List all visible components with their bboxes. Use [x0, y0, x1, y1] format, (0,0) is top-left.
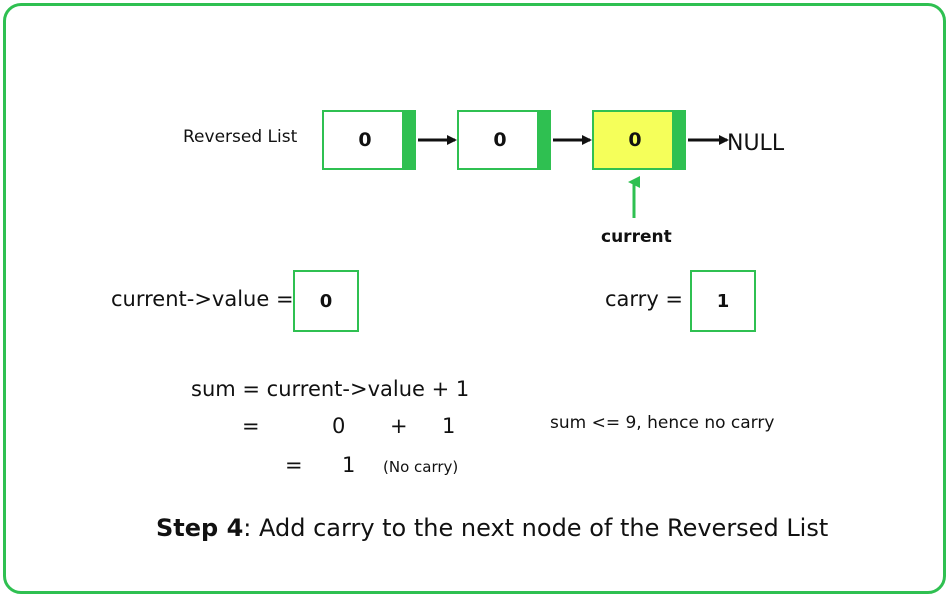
step-number: Step 4	[156, 514, 244, 542]
null-terminal: NULL	[727, 131, 785, 156]
sum-line2-operand-a: 0	[332, 414, 346, 438]
node-3-value: 0	[628, 129, 642, 151]
list-node-2: 0	[457, 110, 551, 170]
step-description: Add carry to the next node of the Revers…	[251, 514, 829, 542]
node-2-next-pointer	[537, 112, 549, 168]
list-node-3-current: 0	[592, 110, 686, 170]
sum-line2-equals: =	[242, 414, 260, 438]
current-pointer-label: current	[601, 227, 672, 247]
step-caption: Step 4: Add carry to the next node of th…	[156, 514, 828, 542]
carry-explanation: sum <= 9, hence no carry	[550, 413, 775, 433]
sum-line3-equals: =	[285, 453, 303, 477]
current-value-label: current->value =	[111, 287, 294, 311]
sum-formula: sum = current->value + 1	[191, 377, 470, 401]
reversed-list-label: Reversed List	[183, 127, 298, 147]
list-node-1: 0	[322, 110, 416, 170]
step-separator: :	[243, 514, 252, 542]
sum-result: 1	[342, 453, 356, 477]
carry-value-box: 1	[690, 270, 756, 332]
node-2-value: 0	[493, 129, 507, 151]
sum-line2-operand-b: 1	[442, 414, 456, 438]
node-3-next-pointer	[672, 112, 684, 168]
no-carry-note: (No carry)	[383, 458, 459, 476]
diagram-frame	[3, 3, 946, 594]
node-1-value: 0	[358, 129, 372, 151]
sum-line2-plus: +	[390, 414, 408, 438]
current-value-box: 0	[293, 270, 359, 332]
node-1-next-pointer	[402, 112, 414, 168]
carry-label: carry =	[605, 287, 684, 311]
